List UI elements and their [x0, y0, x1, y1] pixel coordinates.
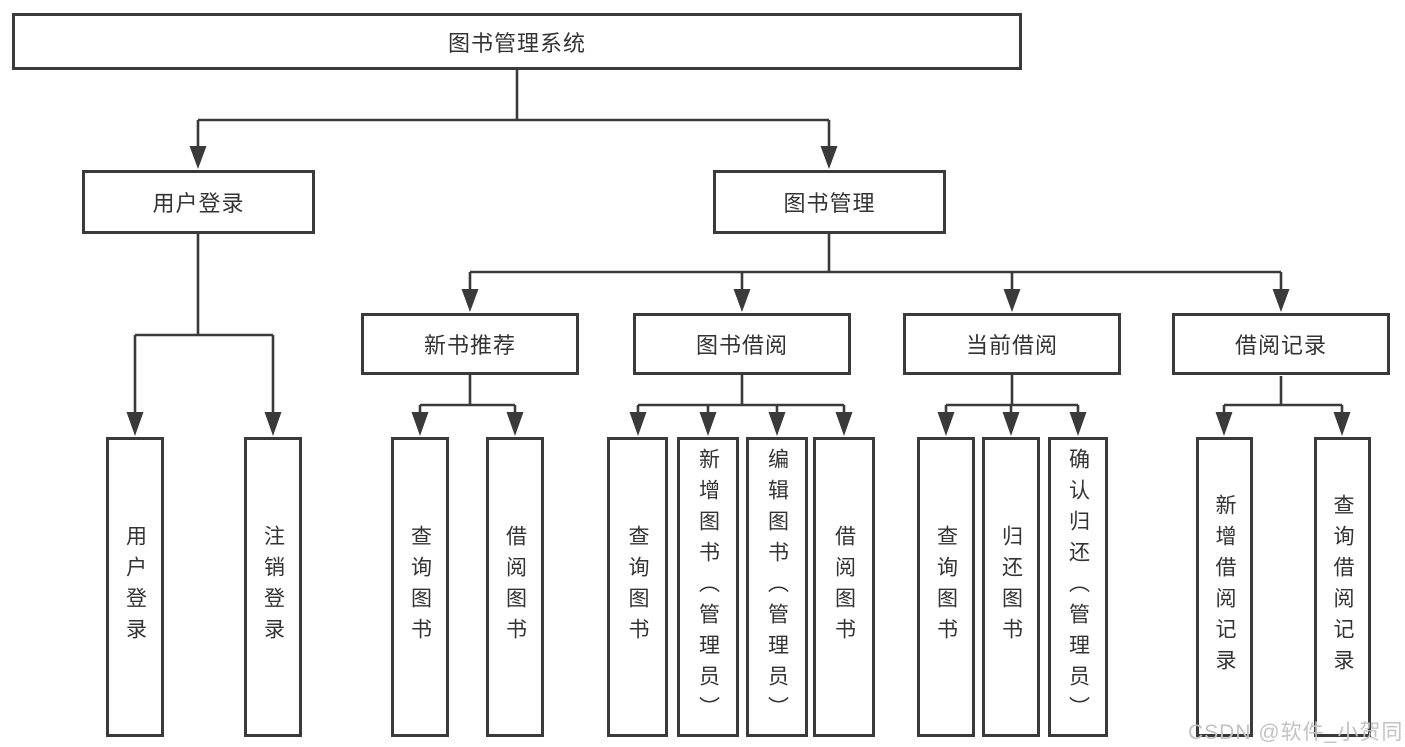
node-book-borrowing: 图书借阅 [633, 313, 851, 375]
leaf-edit-books-admin: 编辑图书（管理员） [746, 437, 808, 737]
leaf-logout: 注销登录 [244, 437, 302, 737]
leaf-return-books: 归还图书 [982, 437, 1040, 737]
leaf-query-books-borrowing: 查询图书 [607, 437, 668, 737]
leaf-confirm-return-admin: 确认归还（管理员） [1048, 437, 1108, 737]
node-current-borrowing: 当前借阅 [903, 313, 1121, 375]
node-new-book-recommend: 新书推荐 [361, 313, 579, 375]
watermark: CSDN @软件_小贺同学 [1188, 721, 1405, 744]
leaf-borrow-books-borrowing: 借阅图书 [813, 437, 875, 737]
node-borrow-records: 借阅记录 [1172, 313, 1390, 375]
leaf-add-books-admin: 新增图书（管理员） [677, 437, 739, 737]
leaf-user-login: 用户登录 [106, 437, 164, 737]
node-book-management: 图书管理 [713, 170, 946, 234]
leaf-borrow-books-recommend: 借阅图书 [486, 437, 544, 737]
leaf-query-books-current: 查询图书 [917, 437, 975, 737]
leaf-add-borrow-record: 新增借阅记录 [1196, 437, 1253, 737]
node-user-login: 用户登录 [82, 170, 315, 234]
node-library-management-system: 图书管理系统 [12, 13, 1022, 70]
leaf-query-borrow-record: 查询借阅记录 [1314, 437, 1371, 737]
leaf-query-books-recommend: 查询图书 [391, 437, 449, 737]
